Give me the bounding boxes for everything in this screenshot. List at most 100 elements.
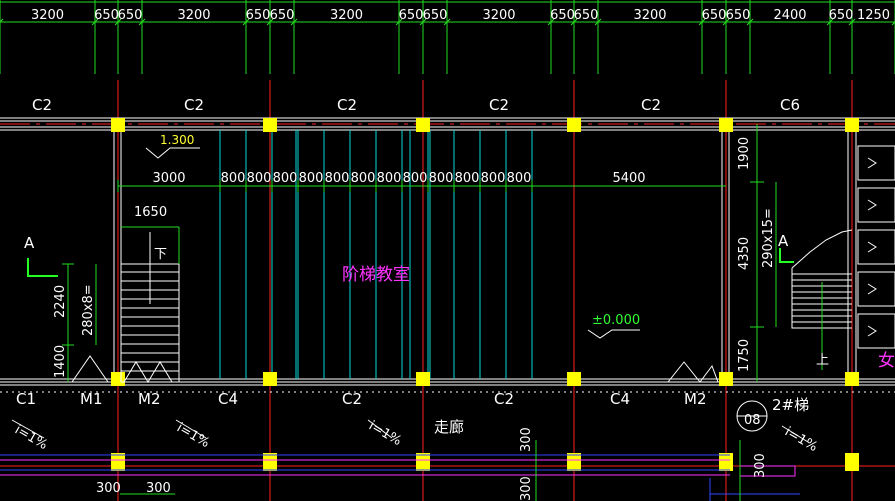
- wc-cubicle: [857, 229, 895, 265]
- right-stair: [791, 229, 853, 370]
- interior-dim-label: 800: [325, 171, 350, 186]
- window-tag-C2-4: C2: [489, 96, 509, 114]
- level-symbols: [145, 147, 640, 339]
- wc-fixture: [867, 157, 877, 169]
- column: [567, 453, 581, 471]
- columns: [111, 118, 859, 471]
- column: [263, 118, 277, 132]
- door-tag-M1: M1: [80, 390, 103, 408]
- dim-1750: 1750: [737, 339, 752, 372]
- top-dim-slash: [0, 18, 4, 23]
- interior-dim-label: 800: [455, 171, 480, 186]
- column: [845, 372, 859, 386]
- wc-cubicle: [857, 271, 895, 307]
- top-dim-slash: [395, 18, 403, 26]
- dim-2240: 2240: [53, 285, 68, 318]
- interior-dim-label: 800: [403, 171, 428, 186]
- window-tag-C2-3: C2: [337, 96, 357, 114]
- dim-300-e: 300: [146, 481, 171, 496]
- slope-tag-4: i=1%: [782, 424, 820, 455]
- wc-cubicle: [857, 187, 895, 223]
- top-dim-label: 3200: [31, 8, 64, 23]
- top-dim-label: 650: [702, 8, 727, 23]
- dim-300-c: 300: [753, 453, 768, 478]
- top-dim-slash: [290, 18, 298, 26]
- wc-fixture: [867, 325, 877, 337]
- door-swings: [71, 355, 719, 383]
- top-dim-label: 650: [94, 8, 119, 23]
- column: [111, 118, 125, 132]
- level-0000: ±0.000: [592, 313, 640, 328]
- interior-dim-label: 800: [481, 171, 506, 186]
- top-dim-label: 650: [574, 8, 599, 23]
- room-name: 阶梯教室: [342, 265, 410, 285]
- left-dimension-chain: [62, 263, 97, 382]
- window-tag-C2-b1: C2: [342, 390, 362, 408]
- column: [567, 372, 581, 386]
- top-dim-slash: [746, 18, 754, 26]
- top-dim-slash: [594, 18, 602, 26]
- column: [263, 453, 277, 471]
- slope-tag-3: i=1%: [366, 418, 404, 449]
- door-tag-M2-left: M2: [138, 390, 161, 408]
- column: [567, 118, 581, 132]
- dim-300-a: 300: [519, 427, 534, 452]
- interior-dim-label: 800: [429, 171, 454, 186]
- partitions: [113, 130, 857, 379]
- top-dimension-chain: [0, 0, 895, 74]
- top-dim-slash: [443, 18, 451, 26]
- window-tag-C4-left: C4: [218, 390, 238, 408]
- top-dim-label: 650: [118, 8, 143, 23]
- top-dim-label: 650: [270, 8, 295, 23]
- window-tag-C1: C1: [16, 390, 36, 408]
- section-mark-right: A: [778, 232, 789, 250]
- section-mark-left: A: [24, 234, 35, 252]
- top-dim-label: 650: [246, 8, 271, 23]
- top-dim-slash: [891, 21, 895, 26]
- wc-fixture: [867, 283, 877, 295]
- top-dim-slash: [114, 18, 122, 26]
- column: [416, 453, 430, 471]
- window-tag-C2-5: C2: [641, 96, 661, 114]
- level-1300: 1.300: [160, 133, 194, 147]
- column: [263, 372, 277, 386]
- slope-tag-1: i=1%: [12, 422, 50, 453]
- top-dim-label: 3200: [633, 8, 666, 23]
- interior-dim-label: 800: [273, 171, 298, 186]
- top-dim-slash: [722, 18, 730, 26]
- top-dim-slash: [419, 18, 427, 26]
- column: [416, 372, 430, 386]
- dim-4350: 4350: [737, 237, 752, 270]
- top-dim-label: 3200: [330, 8, 363, 23]
- dim-290x15: 290x15=: [761, 208, 776, 268]
- top-dim-label: 1250: [857, 8, 890, 23]
- window-tag-C6: C6: [780, 96, 800, 114]
- top-dim-label: 650: [550, 8, 575, 23]
- column: [845, 118, 859, 132]
- top-dim-label: 650: [423, 8, 448, 23]
- top-dim-label: 650: [726, 8, 751, 23]
- interior-dim-label: 800: [507, 171, 532, 186]
- top-dim-slash: [848, 18, 856, 26]
- column: [416, 118, 430, 132]
- column: [111, 372, 125, 386]
- top-dim-slash: [242, 18, 250, 26]
- top-dim-label: 2400: [773, 8, 806, 23]
- interior-dim-label: 800: [221, 171, 246, 186]
- right-dimension-chain: [750, 124, 777, 382]
- window-tag-C2-b2: C2: [494, 390, 514, 408]
- column: [719, 453, 733, 471]
- wc-fixture: [867, 241, 877, 253]
- window-tag-C4-right: C4: [610, 390, 630, 408]
- window-tag-C2-1: C2: [32, 96, 52, 114]
- top-dim-label: 3200: [482, 8, 515, 23]
- column: [719, 118, 733, 132]
- stair-down-label: 下: [154, 247, 167, 262]
- corridor-label: 走廊: [434, 418, 464, 436]
- top-dim-slash: [698, 18, 706, 26]
- top-dim-label: 650: [399, 8, 424, 23]
- slope-arrows: [11, 419, 809, 443]
- wc-cubicle: [857, 313, 895, 349]
- interior-dim-label: 800: [377, 171, 402, 186]
